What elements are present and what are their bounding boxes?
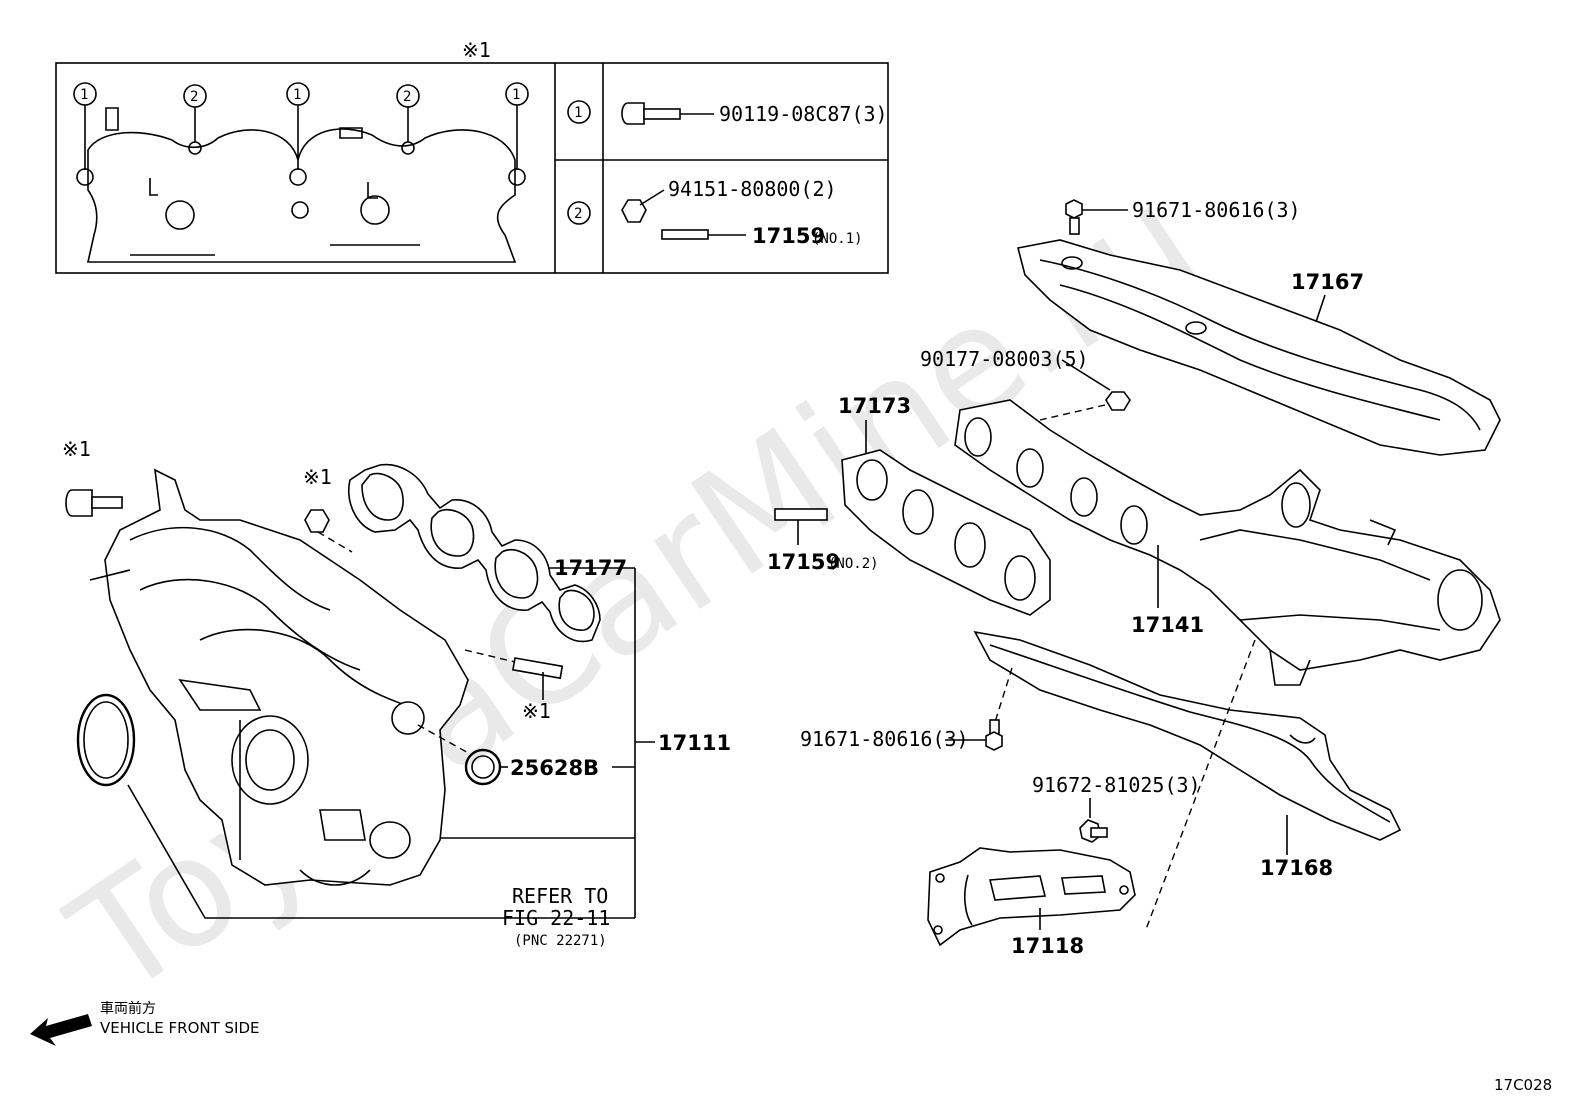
intake-manifold-group: ※1 ※1 <box>62 437 731 949</box>
exhaust-group: 91671-80616(3) 17167 90177-08003(5) 1717… <box>767 198 1501 958</box>
part-number-17159-no1: 17159 <box>752 224 825 248</box>
callout-2-left: 2 <box>183 84 207 155</box>
stud-note-no2: (NO.2) <box>828 556 879 572</box>
direction-jp: 車両前方 <box>100 1000 156 1017</box>
part-label-17111: 17111 <box>658 731 731 755</box>
callout-1-left: 1 <box>73 82 97 186</box>
detail-box: ※1 1 2 1 <box>55 38 889 274</box>
arrow-left-icon <box>30 1014 92 1046</box>
marker-bolt: ※1 <box>62 437 91 461</box>
svg-text:REFER TO: REFER TO <box>512 884 608 908</box>
marker-stud: ※1 <box>522 699 551 723</box>
part-label-25628B: 25628B <box>510 756 599 780</box>
svg-text:FIG 22-11: FIG 22-11 <box>502 906 610 930</box>
vehicle-front-indicator: 車両前方 VEHICLE FRONT SIDE <box>30 1000 260 1046</box>
part-label-17168: 17168 <box>1260 856 1333 880</box>
part-number-90119: 90119-08C87(3) <box>719 102 888 126</box>
intake-stud: ※1 <box>464 649 564 723</box>
stay-17118: 17118 <box>927 847 1136 958</box>
bracket-17111: 17111 <box>440 567 731 918</box>
heat-insulator-17167: 17167 <box>1017 239 1501 456</box>
svg-text:1: 1 <box>512 87 520 103</box>
nut-90177: 90177-08003(5) <box>920 347 1131 421</box>
seal-25628B: 25628B <box>417 724 635 786</box>
exhaust-gasket-17173: 17173 <box>838 394 1051 616</box>
part-number-91672: 91672-81025(3) <box>1032 773 1201 797</box>
part-number-91671-lower: 91671-80616(3) <box>800 727 969 751</box>
svg-text:2: 2 <box>574 206 582 222</box>
detail-box-title: ※1 <box>462 38 491 62</box>
part-label-17173: 17173 <box>838 394 911 418</box>
intake-gasket-17177: 17177 <box>348 463 627 643</box>
page-code: 17C028 <box>1494 1076 1552 1094</box>
bolt-91671-lower: 91671-80616(3) <box>800 667 1013 751</box>
svg-text:1: 1 <box>80 87 88 103</box>
part-number-91671-top: 91671-80616(3) <box>1132 198 1301 222</box>
part-label-17167: 17167 <box>1291 270 1364 294</box>
part-label-17159-no2: 17159 <box>767 550 840 574</box>
head-flange-sketch <box>87 107 517 263</box>
callout-1-right: 1 <box>505 82 529 186</box>
callout-1-middle: 1 <box>286 82 310 186</box>
stud-note-no1: (NO.1) <box>812 231 863 247</box>
callout-2-right: 2 <box>396 84 420 155</box>
part-label-17177: 17177 <box>554 556 627 580</box>
bolt-91672: 91672-81025(3) <box>1032 773 1201 843</box>
intake-manifold-body <box>89 468 469 886</box>
detail-row-2: 2 94151-80800(2) 17159 (NO.1) <box>567 177 863 248</box>
part-number-94151: 94151-80800(2) <box>668 177 837 201</box>
svg-text:2: 2 <box>190 89 198 105</box>
part-label-17118: 17118 <box>1011 934 1084 958</box>
bolt-91671-top: 91671-80616(3) <box>1065 198 1301 235</box>
refer-note: REFER TO FIG 22-11 (PNC 22271) <box>502 884 610 949</box>
part-number-90177: 90177-08003(5) <box>920 347 1089 371</box>
svg-text:2: 2 <box>403 89 411 105</box>
direction-en: VEHICLE FRONT SIDE <box>100 1019 260 1037</box>
throttle-body-gasket <box>76 693 635 919</box>
detail-row-1: 1 90119-08C87(3) <box>567 100 888 126</box>
exhaust-manifold-17141: 17141 <box>954 399 1501 686</box>
svg-text:1: 1 <box>574 105 582 121</box>
heat-insulator-17168: 17168 <box>973 630 1402 880</box>
svg-text:(PNC 22271): (PNC 22271) <box>514 933 607 949</box>
svg-text:1: 1 <box>293 87 301 103</box>
part-label-17141: 17141 <box>1131 613 1204 637</box>
marker-nut: ※1 <box>303 465 332 489</box>
exhaust-stud-17159: 17159 (NO.2) <box>767 508 879 574</box>
